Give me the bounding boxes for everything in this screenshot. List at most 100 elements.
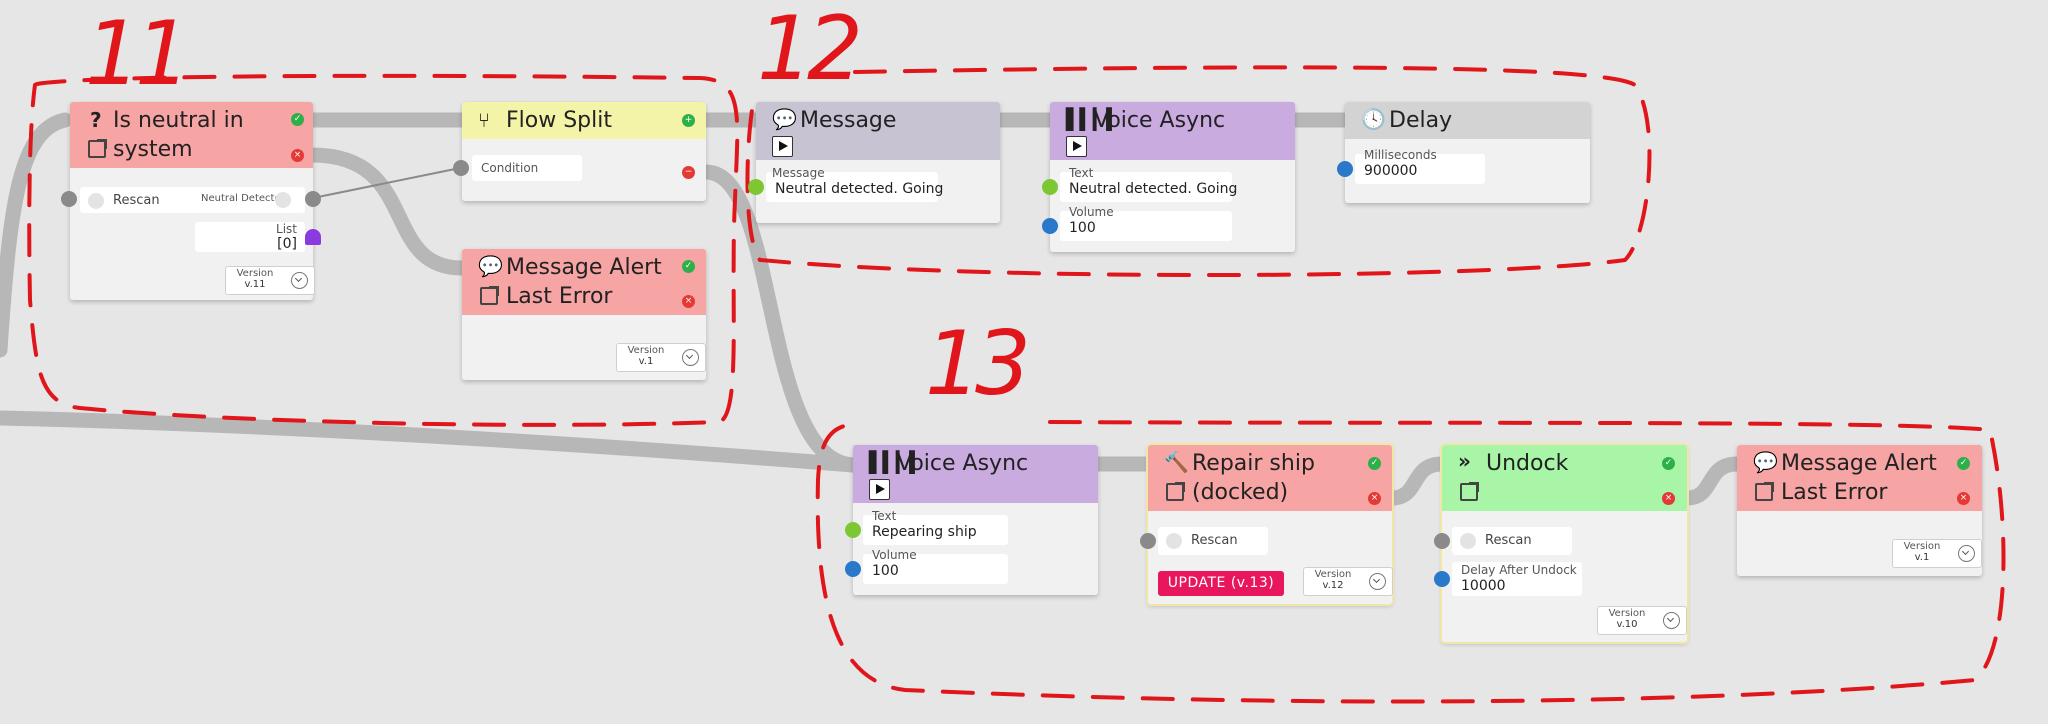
version-label: Version — [1608, 608, 1646, 619]
list-output: List [0] — [195, 222, 305, 252]
chevron-down-icon[interactable] — [1958, 545, 1975, 562]
wire-condition-link — [312, 167, 461, 199]
play-icon[interactable] — [869, 479, 890, 500]
version-selector[interactable]: Version v.12 — [1303, 567, 1393, 596]
node-header[interactable]: 💬 Message — [756, 102, 1000, 160]
rescan-input-port[interactable] — [61, 191, 77, 207]
text-field[interactable]: Text Neutral detected. Going — [1060, 166, 1237, 202]
text-field[interactable]: Text Repearing ship — [863, 509, 1008, 545]
node-message[interactable]: 💬 Message Message Neutral detected. Goin… — [748, 102, 1000, 223]
node-title: Voice Async — [897, 451, 1029, 476]
node-delay[interactable]: 🕓 Delay Milliseconds 900000 — [1337, 102, 1590, 203]
node-voice-async-1[interactable]: ▌▍▎▍ Voice Async Text Neutral detected. … — [1042, 102, 1295, 252]
node-is-neutral-in-system[interactable]: ? Is neutral in system ✓ × Rescan Neutra… — [61, 102, 321, 300]
version-selector[interactable]: Version v.1 — [616, 343, 706, 372]
node-header[interactable]: 🔨 Repair ship (docked) ✓ × — [1148, 445, 1392, 511]
node-title: Voice Async — [1094, 108, 1226, 133]
text-input-port[interactable] — [1042, 179, 1058, 195]
open-external-icon[interactable] — [88, 139, 107, 158]
node-header[interactable]: ⑂ Flow Split + — [462, 102, 706, 139]
chevron-down-icon[interactable] — [1663, 612, 1680, 629]
error-output-icon[interactable]: × — [682, 295, 695, 308]
node-undock[interactable]: » Undock ✓ × Rescan Delay After Undock 1… — [1434, 445, 1687, 642]
open-external-icon[interactable] — [1460, 482, 1479, 501]
node-header[interactable]: ▌▍▎▍ Voice Async — [853, 445, 1098, 503]
chevron-down-icon[interactable] — [682, 349, 699, 366]
rescan-checkbox[interactable] — [88, 193, 104, 209]
version-value: v.1 — [1914, 552, 1930, 563]
message-input-port[interactable] — [748, 179, 764, 195]
condition-input-port[interactable] — [453, 160, 469, 176]
error-output-icon[interactable]: × — [1957, 492, 1970, 505]
condition-field[interactable]: Condition — [472, 155, 582, 181]
rescan-checkbox[interactable] — [1460, 533, 1476, 549]
play-icon[interactable] — [772, 136, 793, 157]
node-header[interactable]: » Undock ✓ × — [1442, 445, 1687, 511]
node-voice-async-2[interactable]: ▌▍▎▍ Voice Async Text Repearing ship Vol… — [845, 445, 1098, 595]
success-output-icon[interactable]: + — [682, 114, 695, 127]
success-output-icon[interactable]: ✓ — [1368, 457, 1381, 470]
rescan-toggle[interactable]: Rescan — [1158, 527, 1268, 555]
node-header[interactable]: ? Is neutral in system ✓ × — [70, 102, 313, 168]
rescan-input-port[interactable] — [1434, 533, 1450, 549]
success-output-icon[interactable]: ✓ — [682, 260, 695, 273]
milliseconds-label: Milliseconds — [1364, 148, 1437, 162]
message-value: Neutral detected. Going — [775, 181, 944, 197]
delay-input-port[interactable] — [1434, 571, 1450, 587]
volume-field[interactable]: Volume 100 — [863, 548, 1008, 584]
success-output-icon[interactable]: ✓ — [291, 113, 304, 126]
waveform-icon: ▌▍▎▍ — [1066, 107, 1122, 131]
version-value: v.1 — [638, 356, 654, 367]
volume-label: Volume — [1069, 205, 1114, 219]
version-selector[interactable]: Version v.11 — [225, 266, 315, 295]
false-output-icon[interactable]: − — [682, 166, 695, 179]
rescan-checkbox[interactable] — [1166, 533, 1182, 549]
message-field[interactable]: Message Neutral detected. Going — [766, 166, 943, 202]
rescan-label: Rescan — [113, 193, 160, 208]
volume-field[interactable]: Volume 100 — [1060, 205, 1232, 241]
node-repair-ship[interactable]: 🔨 Repair ship (docked) ✓ × Rescan UPDATE… — [1140, 445, 1393, 604]
error-output-icon[interactable]: × — [291, 149, 304, 162]
open-external-icon[interactable] — [480, 286, 499, 305]
node-message-alert-2[interactable]: 💬 Message Alert Last Error ✓ × Version v… — [1737, 445, 1982, 576]
volume-label: Volume — [872, 548, 917, 562]
chat-icon: 💬 — [1753, 450, 1778, 474]
error-output-icon[interactable]: × — [1662, 492, 1675, 505]
chevron-down-icon[interactable] — [291, 272, 308, 289]
error-output-icon[interactable]: × — [1368, 492, 1381, 505]
milliseconds-input-port[interactable] — [1337, 161, 1353, 177]
chevron-down-icon[interactable] — [1369, 573, 1386, 590]
wire-offscreen-to-is-neutral — [0, 112, 73, 358]
node-title: Message — [800, 108, 897, 133]
rescan-toggle[interactable]: Rescan — [80, 187, 200, 213]
node-message-alert-1[interactable]: 💬 Message Alert Last Error ✓ × Version v… — [462, 249, 706, 380]
list-output-port[interactable] — [305, 229, 321, 245]
node-title-line2: Last Error — [506, 284, 613, 309]
success-output-icon[interactable]: ✓ — [1957, 457, 1970, 470]
delay-after-undock-field[interactable]: Delay After Undock 10000 — [1452, 562, 1582, 596]
open-external-icon[interactable] — [1755, 482, 1774, 501]
neutral-detected-label: Neutral Detected — [201, 193, 287, 204]
milliseconds-field[interactable]: Milliseconds 900000 — [1355, 148, 1485, 184]
node-header[interactable]: 💬 Message Alert Last Error ✓ × — [1737, 445, 1982, 511]
version-value: v.11 — [244, 279, 266, 290]
annotation-loop-11 — [27, 73, 740, 427]
volume-input-port[interactable] — [845, 561, 861, 577]
text-input-port[interactable] — [845, 522, 861, 538]
node-title-line2: system — [113, 137, 193, 162]
rescan-input-port[interactable] — [1140, 533, 1156, 549]
open-external-icon[interactable] — [1166, 482, 1185, 501]
node-header[interactable]: 🕓 Delay — [1345, 102, 1590, 139]
success-output-icon[interactable]: ✓ — [1662, 457, 1675, 470]
neutral-detected-output-port[interactable] — [305, 191, 321, 207]
rescan-toggle[interactable]: Rescan — [1452, 527, 1572, 555]
clock-icon: 🕓 — [1361, 107, 1386, 131]
node-header[interactable]: ▌▍▎▍ Voice Async — [1050, 102, 1295, 160]
node-flow-split[interactable]: ⑂ Flow Split + − Condition — [453, 102, 706, 201]
update-button[interactable]: UPDATE (v.13) — [1158, 571, 1284, 596]
volume-input-port[interactable] — [1042, 218, 1058, 234]
version-selector[interactable]: Version v.1 — [1892, 539, 1982, 568]
node-header[interactable]: 💬 Message Alert Last Error ✓ × — [462, 249, 706, 315]
play-icon[interactable] — [1066, 136, 1087, 157]
version-selector[interactable]: Version v.10 — [1597, 606, 1687, 635]
